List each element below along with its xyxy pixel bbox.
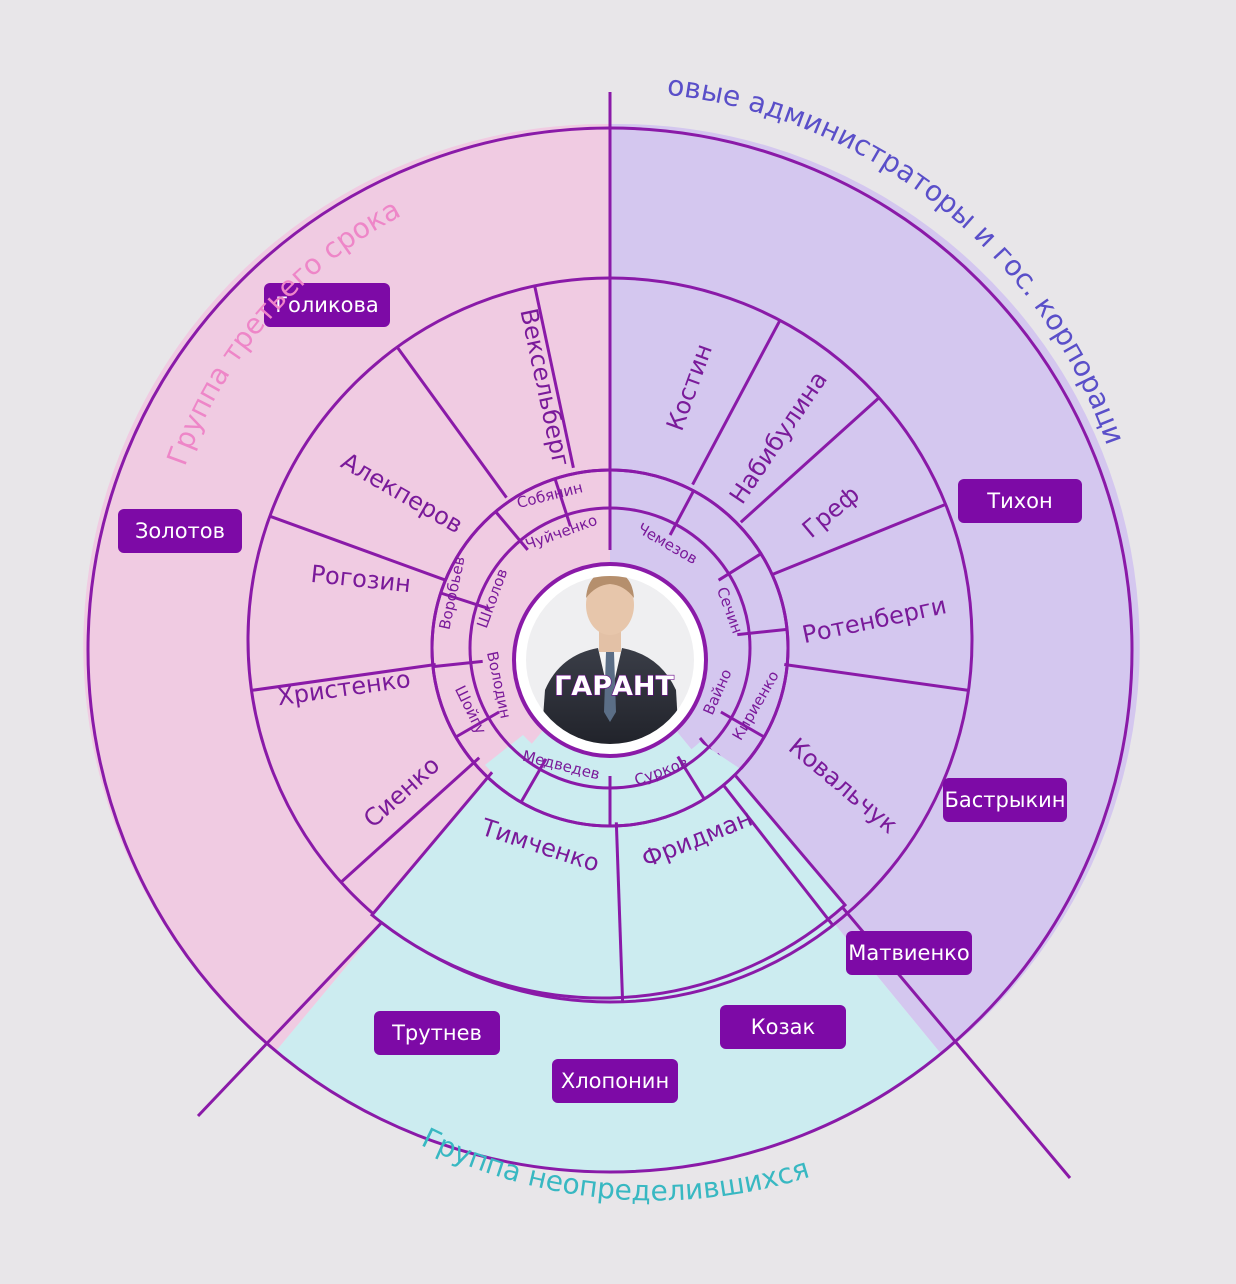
midSpokes-spoke-6	[614, 815, 625, 1002]
innerSpokes-spoke-11	[494, 510, 529, 551]
innerSpokes-spoke-1	[668, 490, 695, 536]
innerSpokes-spoke-10	[440, 591, 489, 610]
midSpokes-spoke-5	[717, 777, 835, 927]
badge-kozak-label: Козак	[751, 1015, 815, 1039]
badge-kozak: Козак	[720, 1005, 846, 1049]
sector-third-term	[83, 123, 610, 1051]
midSpokes-spoke-11	[533, 285, 575, 469]
midSpokes-spoke-4	[784, 663, 969, 692]
badge-trutnev: Трутнев	[374, 1011, 500, 1055]
inner-ring-dividers	[432, 470, 788, 826]
midSpokes-spoke-9	[269, 514, 446, 582]
innerSpokes-spoke-2	[717, 552, 762, 582]
badge-matvienko-label: Матвиенко	[848, 941, 969, 965]
badge-bastrykin-label: Бастрыкин	[944, 788, 1065, 812]
midSpokes-spoke-3	[772, 503, 947, 576]
badge-tikhon: Тихон	[958, 479, 1082, 523]
badge-tikhon-label: Тихон	[986, 489, 1052, 513]
innerSpokes-spoke-8	[455, 710, 500, 739]
innerSpokes-spoke-7	[519, 758, 548, 803]
inner-undecided-fill	[485, 735, 742, 823]
midSpokes-spoke-8	[251, 663, 436, 692]
badge-golikova-label: Голикова	[275, 293, 379, 317]
innerSpokes-spoke-12	[553, 478, 572, 527]
badge-zolotov: Золотов	[118, 509, 242, 553]
badge-golikova: Голикова	[264, 283, 390, 327]
center-label: ГАРАНТ	[554, 671, 674, 702]
innerSpokes-spoke-3	[737, 627, 788, 637]
innerSpokes-spoke-4	[720, 710, 765, 739]
innerSpokes-spoke-5	[676, 755, 706, 800]
badge-matvienko: Матвиенко	[846, 931, 972, 975]
portrait-photo	[526, 576, 694, 744]
badge-khloponin-label: Хлопонин	[561, 1069, 669, 1093]
badge-trutnev-label: Трутнев	[391, 1021, 482, 1045]
badge-khloponin: Хлопонин	[552, 1059, 678, 1103]
innerSpokes-spoke-9	[432, 659, 483, 669]
midSpokes-spoke-2	[739, 396, 881, 524]
sector-new-admins	[610, 123, 1140, 1056]
middle-ring-dividers	[251, 278, 969, 1002]
midSpokes-spoke-10	[395, 346, 508, 499]
midSpokes-spoke-7	[339, 756, 481, 884]
badge-zolotov-label: Золотов	[135, 519, 225, 543]
badge-bastrykin: Бастрыкин	[943, 778, 1067, 822]
midSpokes-spoke-1	[691, 319, 782, 486]
